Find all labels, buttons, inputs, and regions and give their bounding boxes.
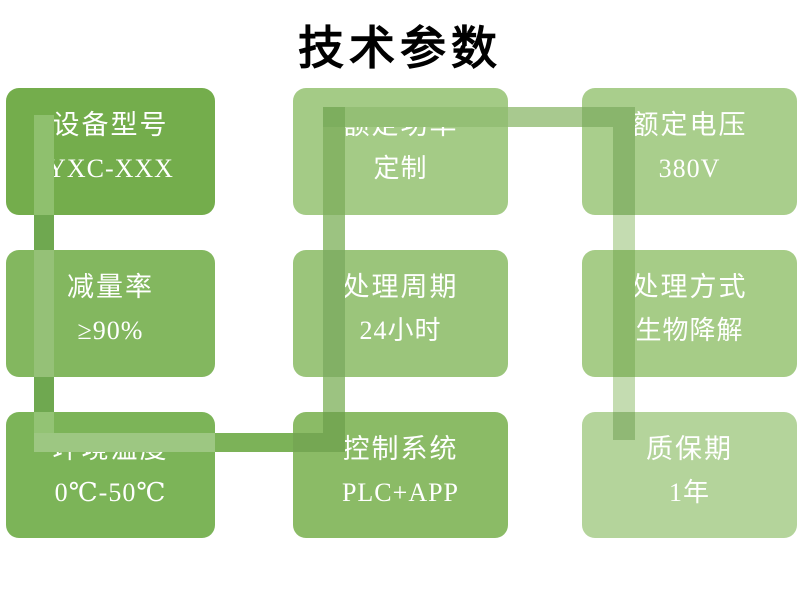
card-value: 0℃-50℃: [54, 478, 167, 507]
card-value: 24小时: [359, 316, 442, 345]
connector-top-bar-gap: [508, 107, 582, 127]
connector-middle-strip-gap-bottom: [323, 377, 345, 412]
spec-card-rated-voltage: 额定电压 380V: [582, 88, 797, 215]
connector-left-strip-gap-top: [34, 215, 54, 250]
connector-bottom-bar-gap: [215, 433, 293, 452]
spec-card-warranty: 质保期 1年: [582, 412, 797, 538]
card-value: PLC+APP: [341, 478, 460, 507]
spec-card-rated-power: 额定功率 定制: [293, 88, 508, 215]
spec-card-ambient-temperature: 环境温度 0℃-50℃: [6, 412, 215, 538]
card-label: 控制系统: [342, 434, 459, 464]
spec-card-reduction-rate: 减量率 ≥90%: [6, 250, 215, 377]
card-value: 定制: [373, 154, 428, 183]
slide-title: 技术参数: [298, 22, 502, 74]
card-value: ≥90%: [77, 316, 144, 345]
card-label: 额定电压: [631, 110, 748, 140]
card-value: 380V: [658, 154, 721, 183]
spec-card-control-system: 控制系统 PLC+APP: [293, 412, 508, 538]
spec-card-processing-method: 处理方式 生物降解: [582, 250, 797, 377]
connector-right-strip-gap-bottom: [613, 377, 635, 412]
spec-card-processing-cycle: 处理周期 24小时: [293, 250, 508, 377]
card-label: 减量率: [67, 272, 154, 302]
connector-right-strip-gap-top: [613, 215, 635, 250]
card-label: 额定功率: [342, 110, 459, 140]
card-label: 设备型号: [52, 110, 169, 140]
card-value: YXC-XXX: [47, 154, 174, 183]
card-label: 处理周期: [342, 272, 459, 302]
card-value: 1年: [668, 478, 710, 507]
card-label: 处理方式: [631, 272, 748, 302]
card-label: 质保期: [646, 434, 733, 464]
connector-left-strip-gap-bottom: [34, 377, 54, 412]
card-label: 环境温度: [52, 434, 169, 464]
connector-middle-strip-gap-top: [323, 215, 345, 250]
card-value: 生物降解: [635, 316, 744, 345]
spec-card-equipment-model: 设备型号 YXC-XXX: [6, 88, 215, 215]
